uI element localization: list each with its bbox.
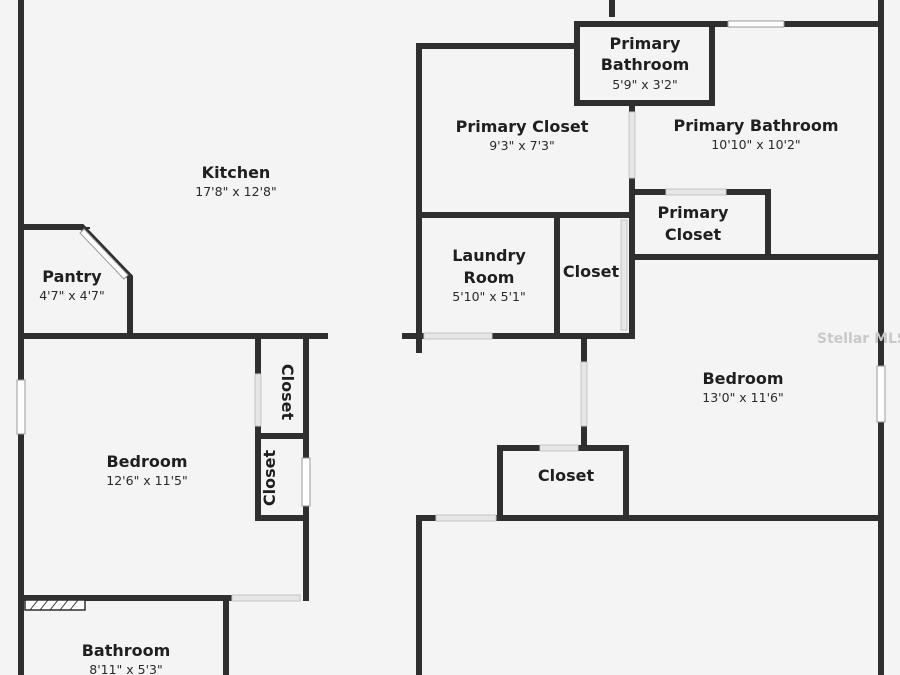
window-top-right bbox=[727, 20, 785, 28]
bathroom-dims: 8'11" x 5'3" bbox=[89, 662, 162, 675]
primary-small-closet-label-1: Primary bbox=[658, 203, 729, 222]
hatch-line bbox=[29, 599, 39, 611]
hatch-line bbox=[39, 599, 49, 611]
bedroom-right-closet-label: Closet bbox=[538, 466, 595, 485]
door-garage bbox=[435, 514, 497, 522]
bedroom-right-dims: 13'0" x 11'6" bbox=[702, 390, 783, 405]
hatch-line bbox=[49, 599, 59, 611]
door-closet-top bbox=[254, 373, 262, 427]
primary-bathroom-small-label-2: Bathroom bbox=[601, 55, 690, 74]
door-primary-closet bbox=[628, 111, 636, 179]
hatch-line bbox=[69, 599, 79, 611]
kitchen-label: Kitchen bbox=[202, 163, 271, 182]
laundry-closet-label: Closet bbox=[563, 262, 620, 281]
door-laundry bbox=[423, 332, 493, 340]
door-primary-small-closet bbox=[665, 188, 727, 196]
door-bathroom bbox=[231, 594, 301, 602]
door-bedroom-right-closet bbox=[539, 444, 579, 452]
laundry-label-1: Laundry bbox=[452, 246, 526, 265]
bedroom-left-closet-bottom-label: Closet bbox=[260, 450, 279, 507]
laundry-dims: 5'10" x 5'1" bbox=[452, 289, 525, 304]
primary-bathroom-label: Primary Bathroom bbox=[673, 116, 838, 135]
door-pantry-hinge bbox=[82, 227, 90, 229]
bedroom-left-label: Bedroom bbox=[106, 452, 187, 471]
hatch-line bbox=[59, 599, 69, 611]
bedroom-left-closet-top-label: Closet bbox=[278, 364, 297, 421]
window-bedroom-left bbox=[16, 379, 26, 435]
windows bbox=[16, 20, 886, 507]
door-openings bbox=[82, 111, 727, 602]
primary-bathroom-small-dims: 5'9" x 3'2" bbox=[612, 77, 678, 92]
bedroom-left-dims: 12'6" x 11'5" bbox=[106, 473, 187, 488]
pantry-dims: 4'7" x 4'7" bbox=[39, 288, 105, 303]
window-closet-left bbox=[301, 457, 311, 507]
room-labels: Kitchen 17'8" x 12'8" Pantry 4'7" x 4'7"… bbox=[39, 34, 900, 675]
window-bedroom-right bbox=[876, 365, 886, 423]
primary-bathroom-dims: 10'10" x 10'2" bbox=[711, 137, 800, 152]
door-bedroom-right bbox=[580, 361, 588, 427]
bathroom-label: Bathroom bbox=[82, 641, 171, 660]
primary-closet-dims: 9'3" x 7'3" bbox=[489, 138, 555, 153]
kitchen-dims: 17'8" x 12'8" bbox=[195, 184, 276, 199]
door-pantry bbox=[79, 228, 129, 280]
primary-closet-label: Primary Closet bbox=[456, 117, 589, 136]
bedroom-right-label: Bedroom bbox=[702, 369, 783, 388]
watermark: Stellar MLS bbox=[817, 331, 900, 347]
door-laundry-closet bbox=[620, 219, 628, 331]
bathroom-fixture bbox=[24, 599, 86, 611]
laundry-label-2: Room bbox=[464, 268, 515, 287]
primary-small-closet-label-2: Closet bbox=[665, 225, 722, 244]
bathroom-counter bbox=[24, 599, 86, 611]
primary-bathroom-small-label-1: Primary bbox=[610, 34, 681, 53]
walls bbox=[18, 0, 884, 675]
pantry-label: Pantry bbox=[42, 267, 102, 286]
